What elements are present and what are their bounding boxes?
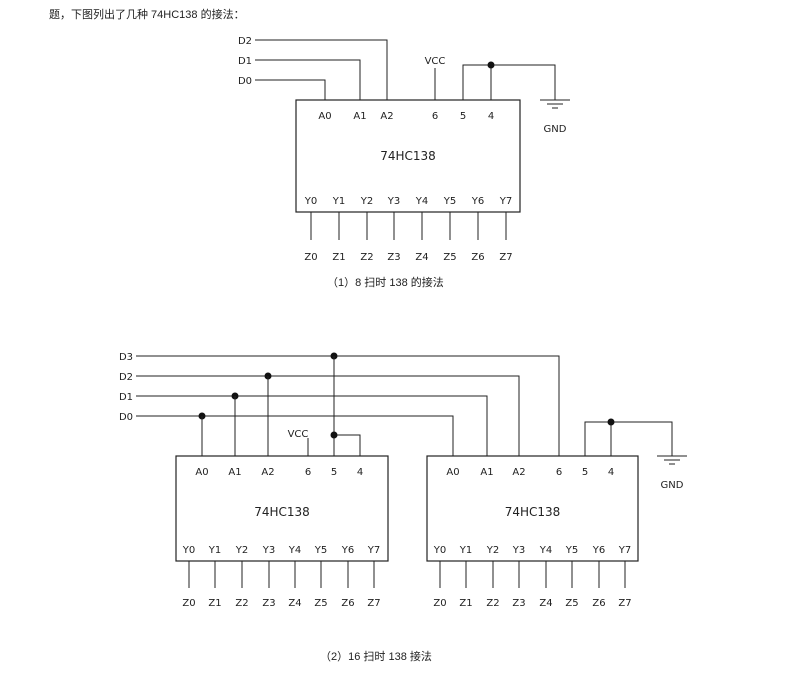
junction-dot — [487, 61, 495, 69]
pin-label-y6: Y6 — [341, 545, 354, 556]
pin-label-a1: A1 — [480, 467, 493, 478]
output-label-z4: Z4 — [288, 598, 301, 609]
output-label-z3: Z3 — [387, 252, 400, 263]
output-label-z6: Z6 — [592, 598, 605, 609]
pin-label-a0: A0 — [195, 467, 208, 478]
input-wire — [136, 415, 454, 456]
output-label-z3: Z3 — [512, 598, 525, 609]
pin-label-4: 4 — [357, 467, 363, 478]
pin-label-5: 5 — [460, 111, 466, 122]
input-wire — [255, 79, 326, 100]
output-label-z6: Z6 — [471, 252, 484, 263]
pin-label-y4: Y4 — [415, 196, 428, 207]
output-label-z0: Z0 — [433, 598, 446, 609]
output-label-z7: Z7 — [499, 252, 512, 263]
input-label-d0: D0 — [119, 412, 133, 423]
output-label-z2: Z2 — [360, 252, 373, 263]
output-label-z4: Z4 — [415, 252, 428, 263]
input-wire — [136, 375, 520, 456]
pin-label-y6: Y6 — [471, 196, 484, 207]
gnd-wire — [462, 64, 556, 100]
pin-label-y5: Y5 — [565, 545, 578, 556]
pin-label-y4: Y4 — [288, 545, 301, 556]
gnd-wire — [584, 421, 673, 456]
gnd-label: GND — [661, 480, 684, 491]
chip-74hc138 — [175, 455, 389, 562]
pin-label-6: 6 — [432, 111, 438, 122]
pin-label-y2: Y2 — [360, 196, 373, 207]
output-label-z7: Z7 — [367, 598, 380, 609]
output-label-z6: Z6 — [341, 598, 354, 609]
pin-label-a2: A2 — [380, 111, 393, 122]
output-label-z3: Z3 — [262, 598, 275, 609]
pin-label-4: 4 — [488, 111, 494, 122]
pin-label-y2: Y2 — [486, 545, 499, 556]
output-label-z5: Z5 — [443, 252, 456, 263]
output-label-z2: Z2 — [486, 598, 499, 609]
pin-label-y4: Y4 — [539, 545, 552, 556]
output-label-z1: Z1 — [459, 598, 472, 609]
pin-label-y7: Y7 — [618, 545, 631, 556]
input-label-d2: D2 — [238, 36, 252, 47]
pin-label-a2: A2 — [261, 467, 274, 478]
output-label-z0: Z0 — [304, 252, 317, 263]
pin-label-a0: A0 — [318, 111, 331, 122]
diagram2-caption: （2）16 扫时 138 接法 — [320, 651, 432, 663]
pin-label-4: 4 — [608, 467, 614, 478]
chip-74hc138 — [295, 99, 521, 213]
pin-label-y2: Y2 — [235, 545, 248, 556]
chip-label: 74HC138 — [380, 149, 436, 163]
pin-label-y0: Y0 — [182, 545, 195, 556]
output-label-z1: Z1 — [332, 252, 345, 263]
pin-label-y0: Y0 — [433, 545, 446, 556]
output-label-z7: Z7 — [618, 598, 631, 609]
pin-label-y5: Y5 — [443, 196, 456, 207]
intro-text: 题，下图列出了几种 74HC138 的接法： — [49, 9, 245, 21]
chip-label: 74HC138 — [505, 505, 561, 519]
pin-label-a1: A1 — [228, 467, 241, 478]
pin-label-a2: A2 — [512, 467, 525, 478]
junction-dot — [607, 418, 615, 426]
input-wire — [255, 39, 388, 100]
output-label-z4: Z4 — [539, 598, 552, 609]
enable-wire — [334, 434, 361, 456]
junction-dot — [330, 431, 338, 439]
output-label-z5: Z5 — [565, 598, 578, 609]
input-wire — [255, 59, 361, 100]
pin-label-y0: Y0 — [304, 196, 317, 207]
pin-label-y7: Y7 — [499, 196, 512, 207]
input-label-d1: D1 — [238, 56, 252, 67]
pin-label-6: 6 — [556, 467, 562, 478]
input-label-d2: D2 — [119, 372, 133, 383]
pin-label-y5: Y5 — [314, 545, 327, 556]
input-label-d1: D1 — [119, 392, 133, 403]
output-label-z2: Z2 — [235, 598, 248, 609]
chip-label: 74HC138 — [254, 505, 310, 519]
output-label-z1: Z1 — [208, 598, 221, 609]
pin-label-y1: Y1 — [208, 545, 221, 556]
output-label-z0: Z0 — [182, 598, 195, 609]
pin-label-6: 6 — [305, 467, 311, 478]
pin-label-y3: Y3 — [387, 196, 400, 207]
pin-label-5: 5 — [582, 467, 588, 478]
pin-label-y3: Y3 — [262, 545, 275, 556]
chip-74hc138 — [426, 455, 639, 562]
pin-label-a0: A0 — [446, 467, 459, 478]
diagram1-caption: （1）8 扫时 138 的接法 — [327, 277, 444, 289]
pin-label-y1: Y1 — [332, 196, 345, 207]
input-label-d0: D0 — [238, 76, 252, 87]
pin-label-5: 5 — [331, 467, 337, 478]
pin-label-y7: Y7 — [367, 545, 380, 556]
vcc-label: VCC — [425, 56, 446, 67]
pin-label-y1: Y1 — [459, 545, 472, 556]
input-label-d3: D3 — [119, 352, 133, 363]
pin-label-y6: Y6 — [592, 545, 605, 556]
input-wire — [136, 355, 560, 456]
vcc-label: VCC — [288, 429, 309, 440]
gnd-label: GND — [544, 124, 567, 135]
input-wire — [136, 395, 488, 456]
pin-label-y3: Y3 — [512, 545, 525, 556]
output-label-z5: Z5 — [314, 598, 327, 609]
pin-label-a1: A1 — [353, 111, 366, 122]
